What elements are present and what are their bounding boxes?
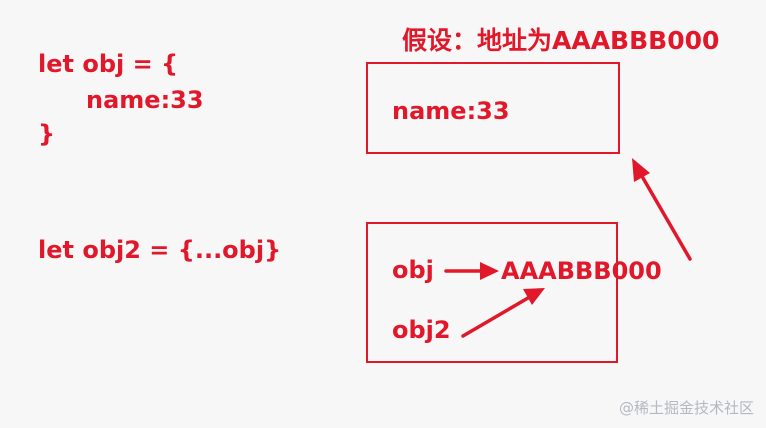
heap-object-content: name:33 xyxy=(392,97,510,125)
code-line-close-brace: } xyxy=(38,120,56,148)
obj2-variable-label: obj2 xyxy=(392,316,451,344)
arrow-obj-to-address xyxy=(444,262,499,280)
assumption-label: 假设：地址为AAABBB000 xyxy=(402,26,720,55)
heap-object-box xyxy=(366,62,620,154)
code-line-let-obj: let obj = { xyxy=(38,50,179,78)
obj-variable-label: obj xyxy=(392,256,434,284)
arrow-address-to-heap xyxy=(632,158,692,261)
address-label: AAABBB000 xyxy=(501,257,662,285)
code-line-name-33: name:33 xyxy=(86,86,204,114)
stack-variables-box xyxy=(366,222,618,363)
watermark-text: @稀土掘金技术社区 xyxy=(618,399,754,417)
arrow-obj2-to-address xyxy=(461,288,545,338)
code-line-let-obj2: let obj2 = {...obj} xyxy=(38,236,282,264)
